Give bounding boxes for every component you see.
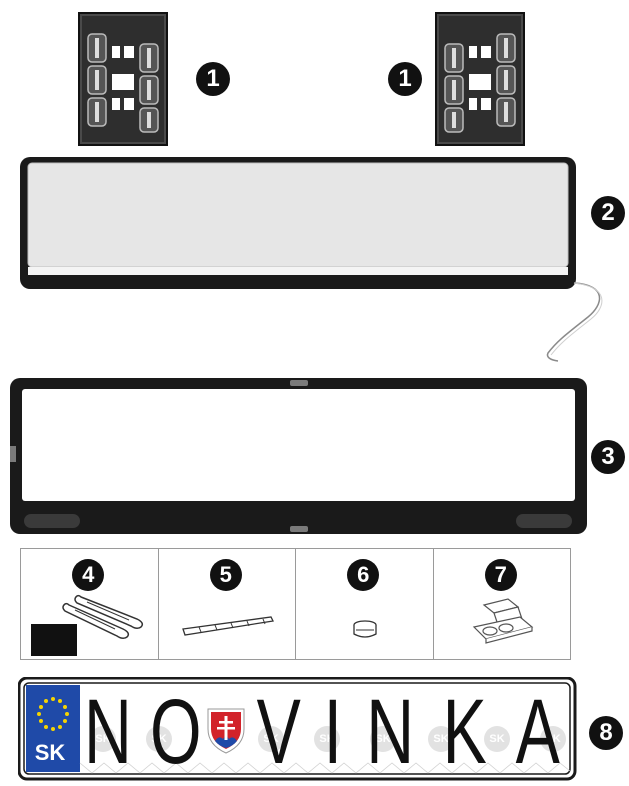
mount-bracket-icon (470, 597, 540, 645)
back-frame (18, 155, 618, 365)
label-6: 6 (347, 559, 379, 591)
label-5: 5 (210, 559, 242, 591)
clip-holder-left (78, 12, 168, 146)
label-3: 3 (591, 440, 625, 474)
screw-pair-icon (61, 593, 151, 643)
cable-cap-icon (350, 619, 380, 641)
accessories-panel: 4 5 6 (20, 548, 571, 660)
plate-char-2: O (150, 688, 202, 776)
plate-char-5: N (366, 688, 414, 776)
accessory-screws-cell: 4 (21, 549, 159, 659)
accessory-strip-cell: 5 (159, 549, 297, 659)
label-2: 2 (591, 196, 625, 230)
label-7: 7 (485, 559, 517, 591)
adhesive-strip-icon (179, 609, 279, 639)
plate-char-3: V (257, 688, 301, 776)
plate-registration: N O (84, 688, 192, 776)
clip-holder-right (435, 12, 525, 146)
plate-char-4: I (324, 688, 342, 776)
accessory-bracket-cell: 7 (434, 549, 571, 659)
plate-char-1: N (84, 688, 132, 776)
plate-char-7: A (515, 688, 559, 776)
label-4: 4 (72, 559, 104, 591)
label-8: 8 (589, 716, 623, 750)
label-1-left: 1 (196, 62, 230, 96)
accessory-cap-cell: 6 (296, 549, 434, 659)
label-1-right: 1 (388, 62, 422, 96)
country-code: SK (28, 740, 72, 766)
front-frame (10, 378, 590, 538)
plate-registration-right: V I N K A (248, 688, 568, 776)
plate-char-6: K (443, 688, 487, 776)
